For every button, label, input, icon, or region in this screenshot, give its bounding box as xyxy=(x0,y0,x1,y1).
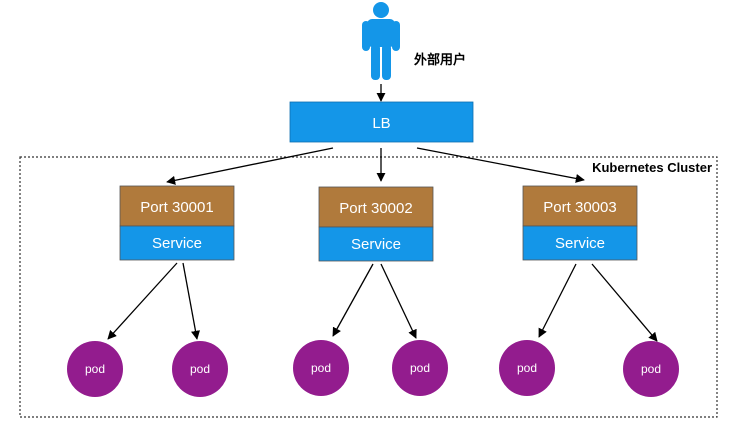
pod-label: pod xyxy=(410,361,430,375)
port-label: Port 30001 xyxy=(140,199,213,216)
pod-node[interactable]: pod xyxy=(499,340,555,396)
cluster-label: Kubernetes Cluster xyxy=(592,160,712,175)
port-label: Port 30003 xyxy=(543,199,616,216)
pod-node[interactable]: pod xyxy=(67,341,123,397)
arrow-service-3-to-pod-2 xyxy=(591,263,658,342)
arrow-service-1-to-pod-2 xyxy=(182,262,200,340)
load-balancer-label: LB xyxy=(372,115,390,132)
pod-label: pod xyxy=(641,362,661,376)
pod-label: pod xyxy=(311,361,331,375)
arrow-service-2-to-pod-2 xyxy=(380,263,417,339)
service-label: Service xyxy=(555,235,605,252)
service-group-3[interactable]: Port 30003 Service xyxy=(522,185,638,261)
arrow-lb-to-service-3 xyxy=(416,147,585,183)
arrow-service-3-to-pod-1 xyxy=(538,263,577,338)
service-box xyxy=(522,225,638,261)
pod-node[interactable]: pod xyxy=(623,341,679,397)
pod-node[interactable]: pod xyxy=(293,340,349,396)
service-box xyxy=(318,226,434,262)
load-balancer[interactable]: LB xyxy=(289,101,474,143)
service-box xyxy=(119,225,235,261)
pod-node[interactable]: pod xyxy=(392,340,448,396)
external-user-label: 外部用户 xyxy=(413,52,466,67)
person-icon xyxy=(362,2,400,80)
service-group-1[interactable]: Port 30001 Service xyxy=(119,185,235,261)
arrow-service-1-to-pod-1 xyxy=(107,262,178,340)
pod-node[interactable]: pod xyxy=(172,341,228,397)
service-label: Service xyxy=(152,235,202,252)
pod-label: pod xyxy=(85,362,105,376)
pod-label: pod xyxy=(517,361,537,375)
pod-label: pod xyxy=(190,362,210,376)
port-box xyxy=(119,185,235,227)
arrow-lb-to-service-1 xyxy=(166,147,334,185)
service-label: Service xyxy=(351,236,401,253)
port-label: Port 30002 xyxy=(339,200,412,217)
cluster-boundary xyxy=(19,156,718,418)
arrow-service-2-to-pod-1 xyxy=(332,263,374,337)
service-group-2[interactable]: Port 30002 Service xyxy=(318,186,434,262)
